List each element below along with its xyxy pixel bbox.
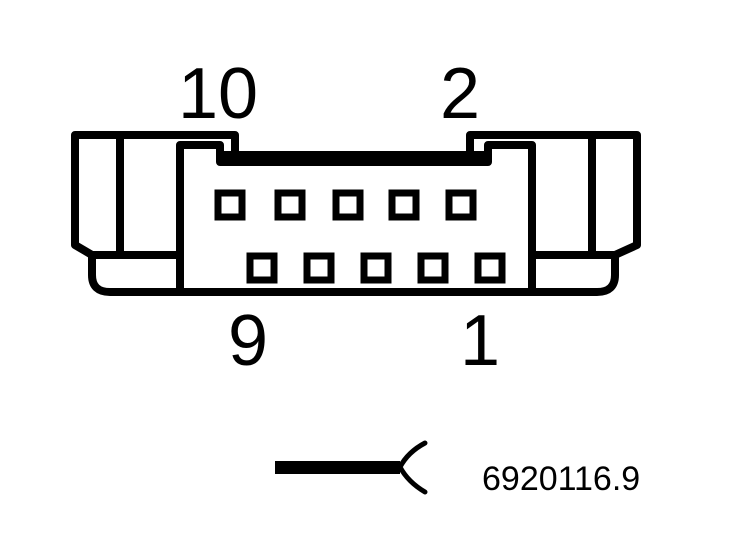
- wire-bar: [275, 461, 400, 474]
- pin-label-2: 2: [440, 54, 480, 134]
- pin-cavity-outline: [176, 141, 536, 296]
- pin-socket: [417, 252, 449, 284]
- housing-right-flange: [528, 131, 619, 259]
- wire-crimp-fork: [397, 440, 428, 495]
- pin-socket: [388, 189, 420, 221]
- wire-harness-symbol: [275, 440, 428, 495]
- pin-socket: [474, 252, 506, 284]
- pin-label-10: 10: [178, 54, 258, 134]
- pin-socket: [274, 189, 306, 221]
- reference-number: 6920116.9: [482, 460, 640, 498]
- pin-socket: [360, 252, 392, 284]
- pin-socket: [246, 252, 278, 284]
- housing-left-flange: [88, 131, 184, 259]
- pin-socket: [303, 252, 335, 284]
- pin-row-bottom: [246, 252, 506, 284]
- pin-row-top: [214, 189, 477, 221]
- pin-socket: [332, 189, 364, 221]
- pin-socket: [214, 189, 246, 221]
- pin-socket: [445, 189, 477, 221]
- connector-housing-outline: [71, 131, 641, 296]
- pin-label-1: 1: [460, 301, 500, 381]
- pin-label-9: 9: [228, 301, 268, 381]
